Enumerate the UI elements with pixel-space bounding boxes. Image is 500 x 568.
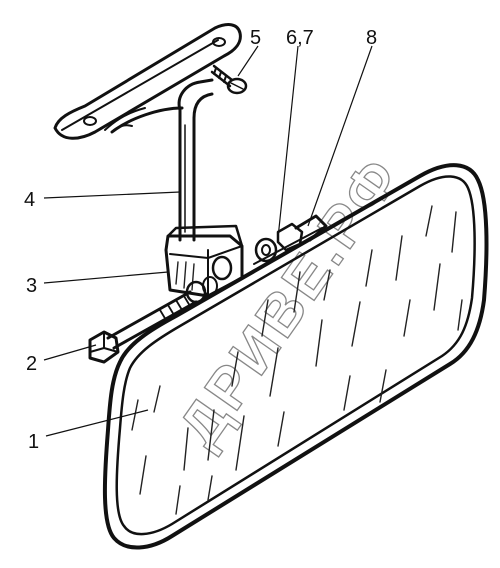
leader-lines — [43, 45, 373, 437]
bracket-stem-4 — [110, 78, 214, 242]
callout-1: 1 — [28, 431, 39, 453]
callout-6-7: 6,7 — [286, 27, 314, 49]
callout-4: 4 — [24, 189, 35, 211]
mirror-1 — [102, 163, 489, 550]
leader-4 — [43, 191, 181, 199]
leader-3 — [43, 271, 169, 284]
leader-6-7 — [277, 45, 299, 239]
bolt-2 — [88, 276, 218, 364]
callout-3: 3 — [26, 275, 37, 297]
glass-hatching — [131, 205, 463, 515]
callout-labels: 1 2 3 4 5 6,7 8 — [24, 27, 377, 453]
leader-5 — [237, 45, 259, 77]
leader-8 — [307, 45, 373, 227]
callout-5: 5 — [250, 27, 261, 49]
leader-1 — [45, 409, 149, 437]
callout-8: 8 — [366, 27, 377, 49]
screw-5 — [210, 64, 248, 95]
mounting-plate — [53, 23, 242, 140]
callout-2: 2 — [26, 353, 37, 375]
leader-2 — [43, 344, 97, 361]
